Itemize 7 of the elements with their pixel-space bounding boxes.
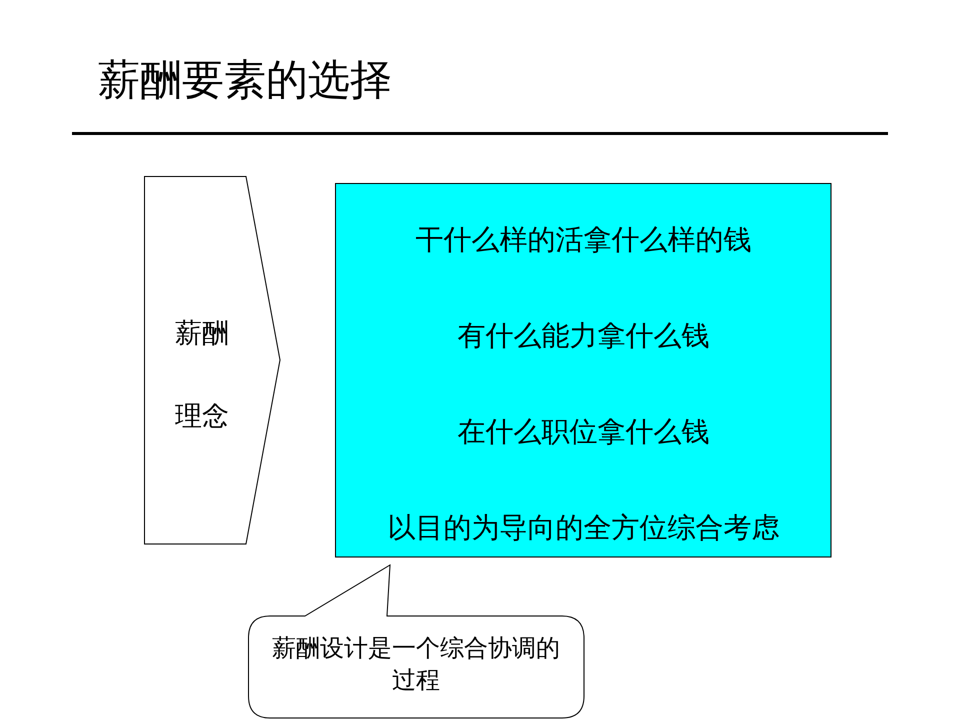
box-text: 有什么能力拿什么钱 <box>456 318 710 354</box>
page-title: 薪酬要素的选择 <box>98 54 392 106</box>
box-text: 以目的为导向的全方位综合考虑 <box>386 510 780 546</box>
callout-text: 薪酬设计是一个综合协调的过程 <box>271 633 561 696</box>
box-text: 干什么样的活拿什么样的钱 <box>414 222 752 258</box>
box-text: 在什么职位拿什么钱 <box>456 414 710 450</box>
arrow-label: 薪酬理念 <box>174 317 230 434</box>
